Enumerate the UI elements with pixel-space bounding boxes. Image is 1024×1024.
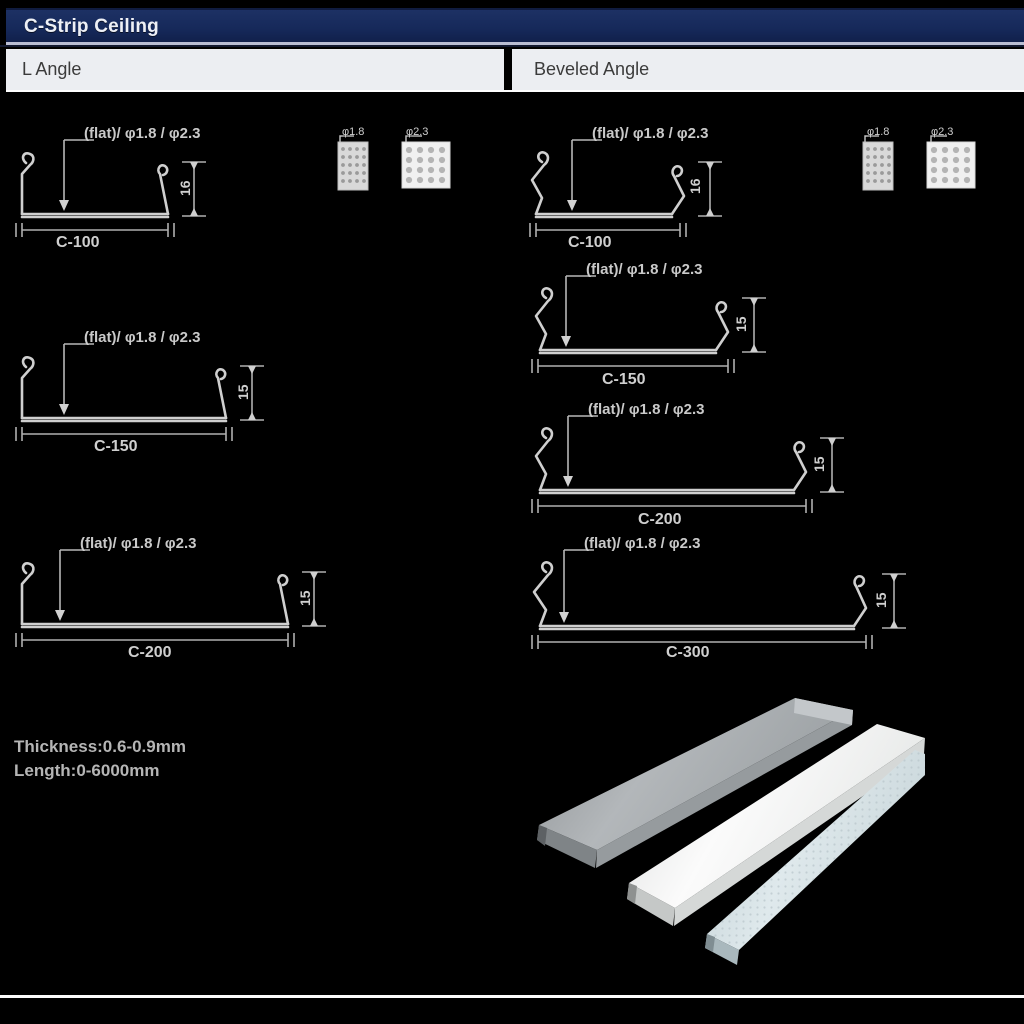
perforation-swatches-left: φ1.8 φ2.3	[330, 126, 456, 197]
perforation-swatch-right-1-8: φ1.8	[855, 126, 901, 197]
panel-grey	[537, 698, 853, 868]
profile-height-label-l-c100: 16	[177, 180, 193, 196]
title-bar-underline	[6, 42, 1024, 45]
profile-note-b-c150: (flat)/ φ1.8 / φ2.3	[586, 261, 703, 278]
column-header-l-angle: L Angle	[6, 49, 510, 90]
profile-note-b-c200: (flat)/ φ1.8 / φ2.3	[588, 401, 705, 418]
perforation-swatch-1-8: φ1.8	[330, 126, 376, 197]
column-header-beveled-angle-label: Beveled Angle	[534, 59, 650, 79]
profile-width-label-l-c100: C-100	[56, 234, 100, 251]
profile-note-b-c100: (flat)/ φ1.8 / φ2.3	[592, 125, 709, 142]
perforation-swatch-2-3-label: φ2.3	[406, 126, 429, 138]
profile-width-label-b-c100: C-100	[568, 234, 612, 251]
spec-thickness: Thickness:0.6-0.9mm	[14, 737, 186, 756]
profile-height-label-b-c200: 15	[811, 456, 827, 472]
profile-drawing-b-c300: (flat)/ φ1.8 / φ2.3 C-300 15	[520, 528, 920, 661]
perforation-swatches-right: φ1.8 φ2.3	[855, 126, 981, 197]
page-title: C-Strip Ceiling	[24, 16, 159, 37]
profile-note-l-c100: (flat)/ φ1.8 / φ2.3	[84, 125, 201, 142]
profile-height-label-b-c150: 15	[733, 316, 749, 332]
column-header-divider	[504, 49, 512, 90]
profile-note-l-c200: (flat)/ φ1.8 / φ2.3	[80, 535, 197, 552]
panel-perforated	[705, 750, 925, 965]
title-bar: C-Strip Ceiling	[6, 8, 1024, 44]
bottom-rule	[0, 995, 1024, 998]
product-photo	[495, 680, 925, 965]
profile-width-label-l-c200: C-200	[128, 644, 172, 661]
profile-note-b-c300: (flat)/ φ1.8 / φ2.3	[584, 535, 701, 552]
profile-height-label-l-c150: 15	[235, 384, 251, 400]
profile-drawing-l-c150: (flat)/ φ1.8 / φ2.3 C-150 15	[8, 322, 338, 455]
column-header-l-angle-label: L Angle	[22, 59, 82, 79]
perforation-swatch-right-2-3: φ2.3	[919, 126, 981, 197]
profile-width-label-l-c150: C-150	[94, 438, 138, 455]
profile-height-label-b-c300: 15	[873, 592, 889, 608]
profile-drawing-b-c150: (flat)/ φ1.8 / φ2.3 C-150 15	[520, 256, 860, 388]
perforation-swatch-2-3: φ2.3	[394, 126, 456, 197]
perforation-swatch-right-2-3-label: φ2.3	[931, 126, 954, 138]
perforation-swatch-right-1-8-label: φ1.8	[867, 126, 890, 138]
profile-width-label-b-c150: C-150	[602, 371, 646, 388]
specifications: Thickness:0.6-0.9mm Length:0-6000mm	[14, 735, 186, 783]
profile-drawing-b-c200: (flat)/ φ1.8 / φ2.3 C-200 15	[520, 396, 880, 528]
profile-width-label-b-c300: C-300	[666, 644, 710, 661]
profile-note-l-c150: (flat)/ φ1.8 / φ2.3	[84, 329, 201, 346]
column-header-beveled-angle: Beveled Angle	[518, 49, 1024, 90]
profile-drawing-l-c100: (flat)/ φ1.8 / φ2.3 C-100 16	[8, 118, 338, 251]
profile-width-label-b-c200: C-200	[638, 511, 682, 528]
title-bar-shadow	[0, 45, 1024, 47]
profile-drawing-l-c200: (flat)/ φ1.8 / φ2.3 C-200 15	[8, 528, 348, 661]
profile-height-label-l-c200: 15	[297, 590, 313, 606]
column-header-row: L Angle Beveled Angle	[6, 49, 1024, 90]
column-header-underline	[6, 90, 1024, 92]
spec-length: Length:0-6000mm	[14, 761, 160, 781]
panel-white	[627, 724, 925, 926]
profile-drawing-b-c100: (flat)/ φ1.8 / φ2.3 C-100 16	[520, 118, 860, 251]
left-edge	[0, 0, 6, 1024]
profile-height-label-b-c100: 16	[687, 178, 703, 194]
perforation-swatch-1-8-label: φ1.8	[342, 126, 365, 138]
